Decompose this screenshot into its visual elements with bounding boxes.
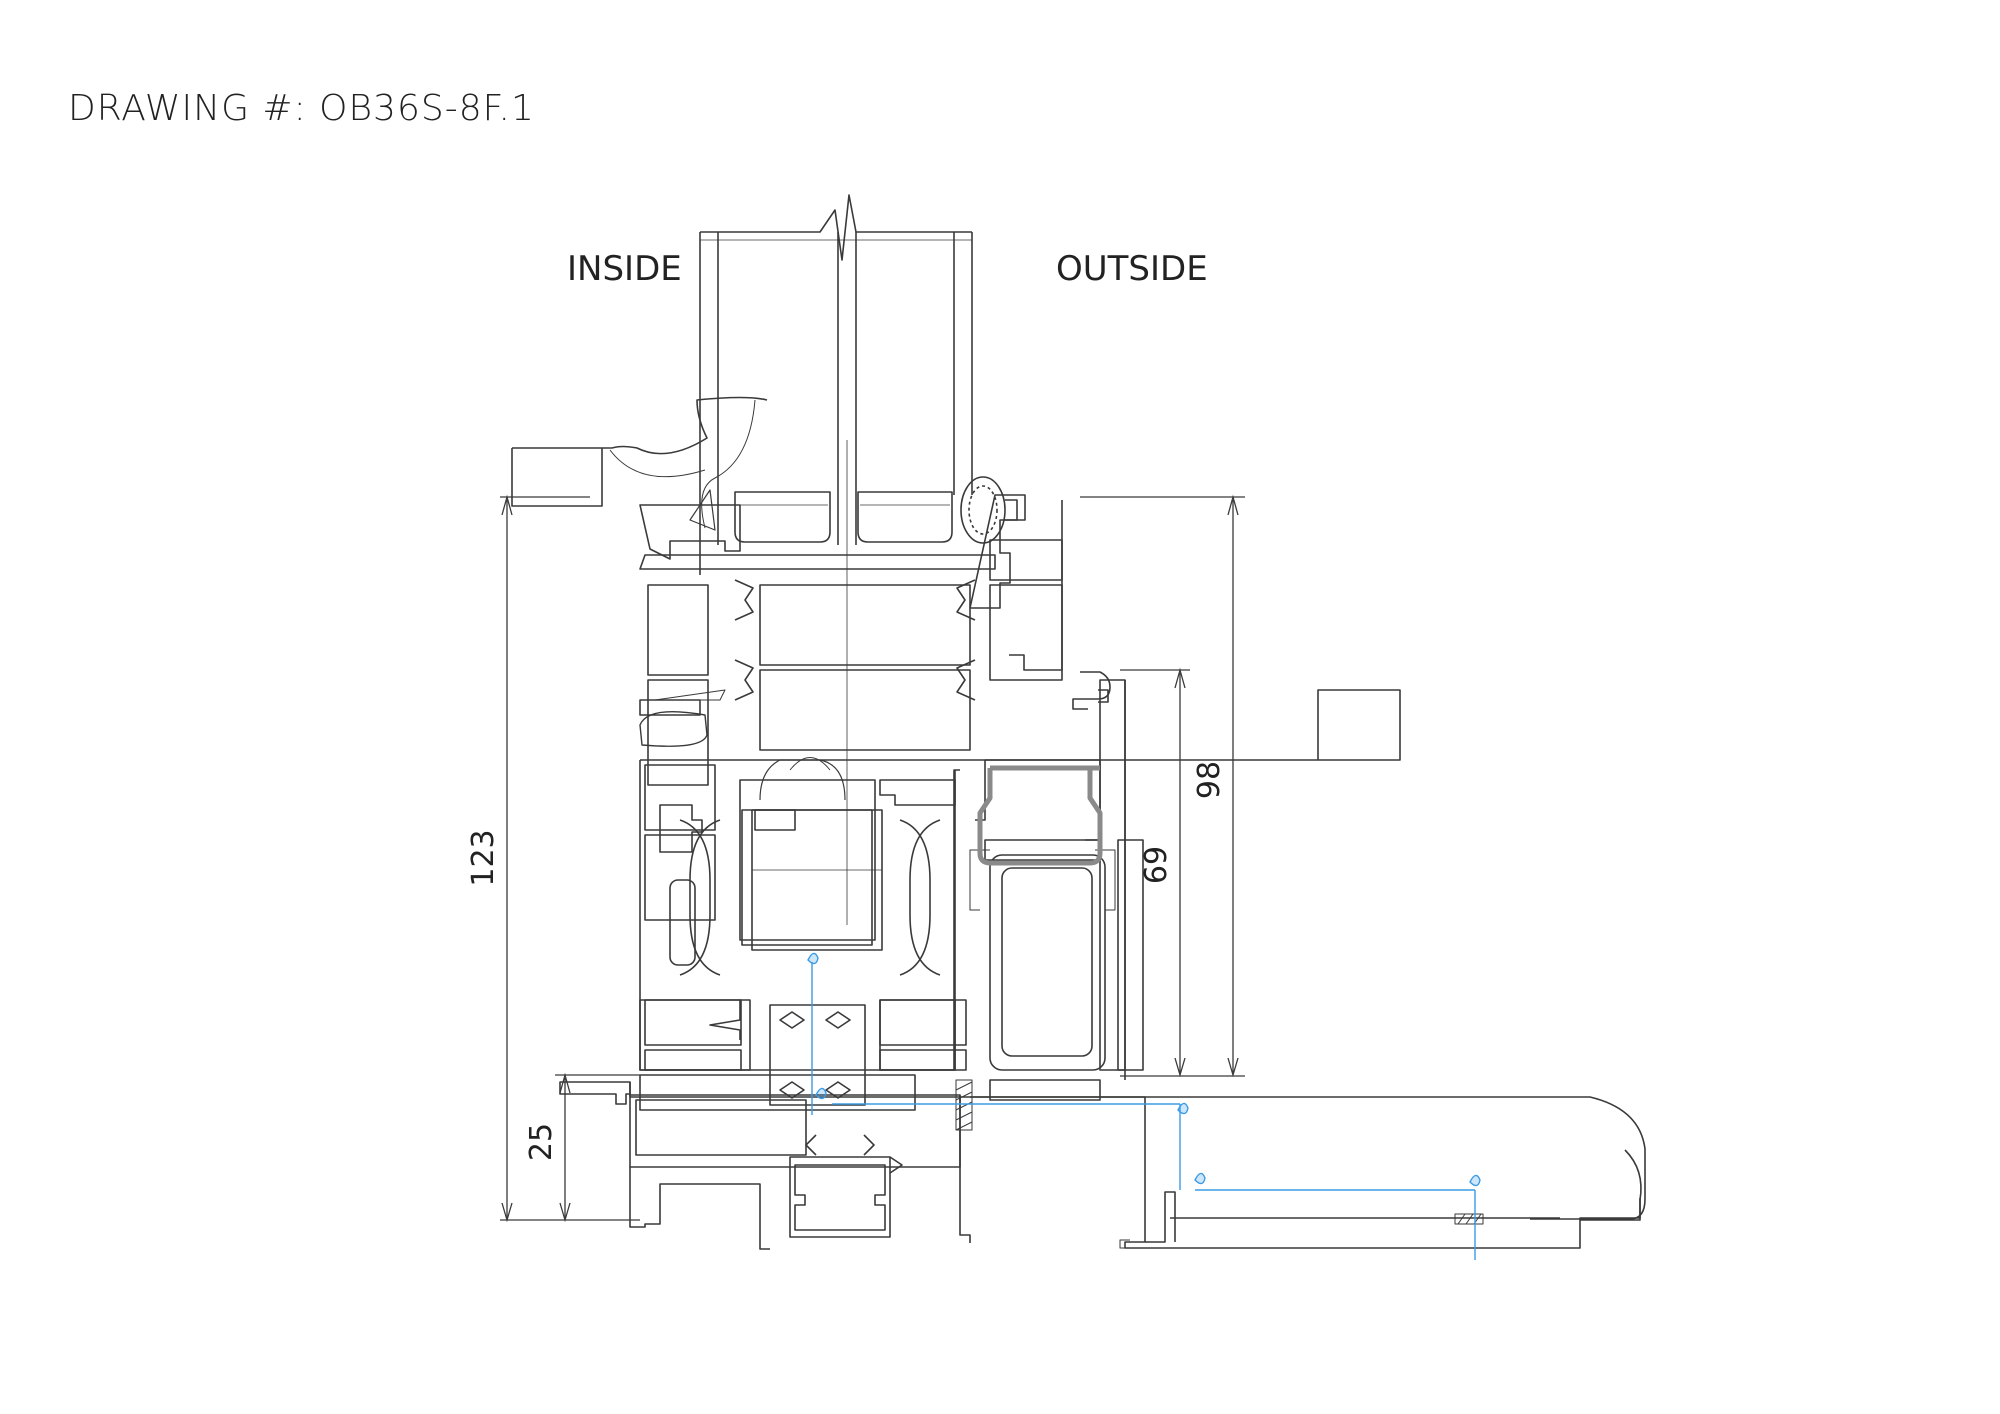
lower-frame (639, 999, 1101, 1111)
drawing-number: DRAWING #: OB36S-8F.1 (68, 88, 535, 129)
sash-profile (639, 494, 1111, 786)
dimension-25-label: 25 (524, 1123, 559, 1161)
drainage-path (807, 952, 1481, 1260)
track-gasket (977, 765, 1103, 866)
outside-label: OUTSIDE (1056, 249, 1208, 289)
track-insert (969, 679, 1144, 1080)
handle (511, 396, 768, 531)
inside-label: INSIDE (567, 249, 682, 289)
dimension-123-label: 123 (466, 829, 501, 886)
roller-carriage (751, 757, 883, 951)
frame-profile (639, 689, 1401, 1071)
sub-sill (559, 1081, 1646, 1250)
dimension-69-label: 69 (1139, 846, 1174, 884)
dimension-98-label: 98 (1192, 761, 1227, 799)
dimension-lines (500, 494, 1245, 1223)
glazing-unit (699, 194, 1018, 925)
thermal-strip (955, 1079, 1484, 1225)
